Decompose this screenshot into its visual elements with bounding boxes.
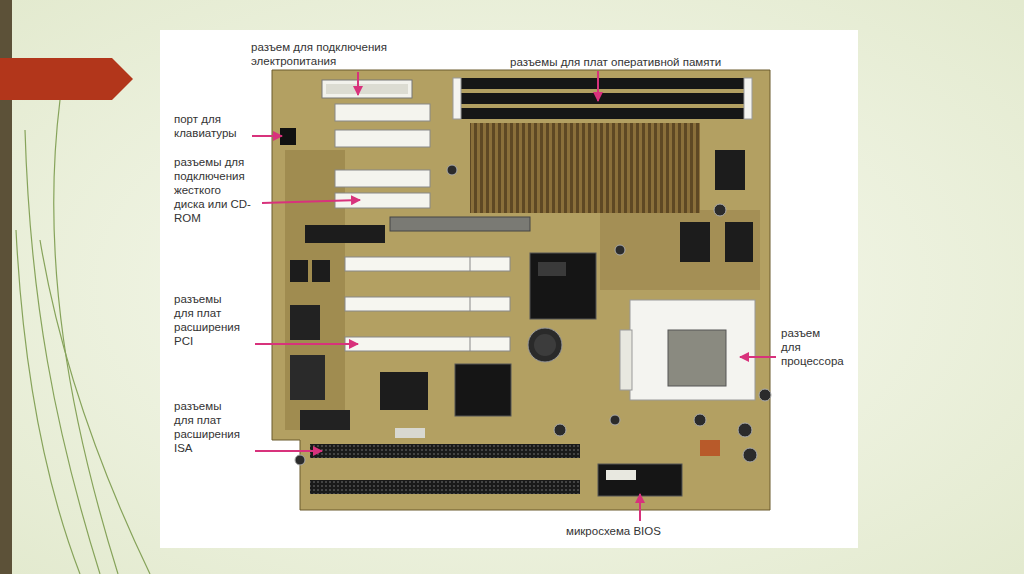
ide-connector [335, 130, 430, 147]
battery [528, 328, 562, 362]
leader-line [740, 356, 776, 358]
ram-latch [453, 78, 461, 119]
keyboard-port [280, 128, 296, 145]
capacitor [554, 424, 566, 436]
board [272, 70, 770, 510]
chip [290, 355, 325, 400]
callout-label: разъемы для подключения жесткого диска и… [174, 155, 254, 225]
ram-slot [460, 78, 745, 89]
inductor [700, 440, 720, 456]
leader-line [262, 200, 360, 203]
callout-label: разъемы для плат расширения ISA [174, 399, 240, 455]
callout-label: разъемы для плат расширения PCI [174, 292, 240, 348]
leader-line [255, 343, 358, 345]
picture-panel [160, 30, 858, 548]
pci-slot [345, 337, 510, 351]
capacitor [743, 448, 757, 462]
decor-curve [25, 130, 100, 574]
isa-slot [310, 444, 580, 458]
cpu-socket [630, 300, 755, 400]
capacitors [295, 165, 771, 465]
decor-curve [16, 230, 80, 574]
isa-slot [310, 480, 580, 494]
callout-label: разъем для процессора [781, 326, 839, 368]
leader-line [252, 135, 282, 137]
ram-slot [460, 108, 745, 119]
ram-latch [744, 78, 752, 119]
chip-logo [538, 262, 566, 276]
chip [725, 222, 753, 262]
red-arrow [0, 58, 133, 100]
capacitor [694, 414, 706, 426]
capacitor [447, 165, 457, 175]
callout-label: порт для клавиатуры [174, 112, 248, 140]
callout-label: разъемы для плат оперативной памяти [510, 55, 721, 69]
expansion-slot [390, 217, 530, 231]
chip [380, 372, 428, 410]
leader-line [357, 72, 359, 95]
capacitor [714, 204, 726, 216]
chip [455, 364, 511, 416]
capacitor [759, 389, 771, 401]
jumper [395, 428, 425, 438]
pci-key [470, 257, 471, 271]
pci-key [470, 297, 471, 311]
power-connector [322, 80, 412, 98]
chipset [530, 253, 596, 319]
callout-label: микросхема BIOS [566, 524, 661, 538]
bios-chip [598, 464, 682, 496]
callout-label: разъем для подключения электропитания [251, 40, 401, 68]
bios-sticker [606, 470, 636, 480]
battery-top [534, 334, 556, 356]
socket-lever [620, 330, 632, 390]
capacitor [295, 455, 305, 465]
chip [680, 222, 710, 262]
capacitor [738, 423, 752, 437]
leader-lines [252, 71, 776, 521]
chip [305, 225, 385, 243]
capacitor [615, 245, 625, 255]
ide-connector [335, 104, 430, 121]
cpu-socket-center [668, 330, 726, 386]
board-area [285, 150, 345, 430]
decor-curve [40, 240, 150, 574]
leader-line [597, 71, 599, 101]
decor-curves [16, 100, 150, 574]
chip [290, 305, 320, 340]
ram-area [470, 123, 700, 213]
leader-line [639, 494, 641, 521]
leader-line [255, 450, 322, 452]
ram-slot [460, 93, 745, 104]
pci-slot [345, 257, 510, 271]
pci-key [470, 337, 471, 351]
capacitor [610, 415, 620, 425]
chip [290, 260, 308, 282]
board-area [600, 210, 760, 290]
chip [300, 410, 350, 430]
power-connector-pins [326, 84, 408, 94]
chip [312, 260, 330, 282]
decor-curve [54, 100, 118, 574]
pci-slot [345, 297, 510, 311]
ide-connector [335, 170, 430, 187]
chip [715, 150, 745, 190]
